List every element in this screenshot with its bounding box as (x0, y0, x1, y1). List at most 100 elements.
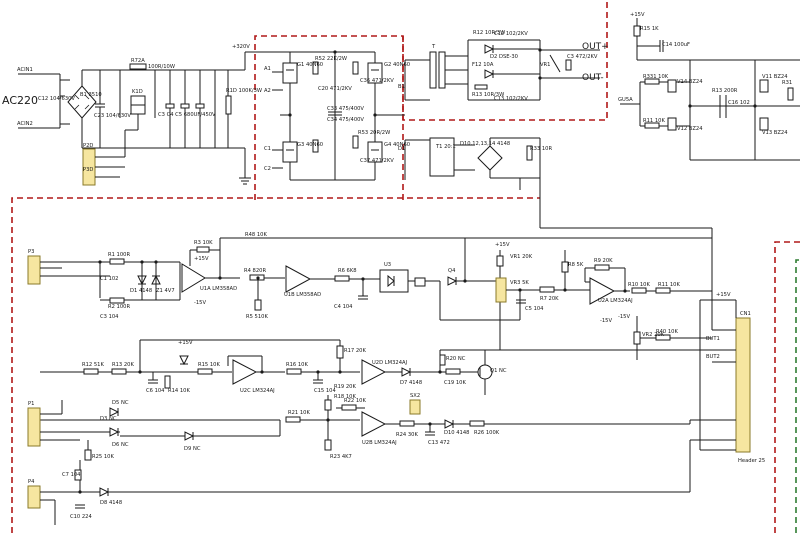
compare-circuit (40, 395, 691, 451)
label-acin1: ACIN1 (17, 67, 33, 73)
label-r16: R16 10K (286, 362, 308, 368)
resistor-r11b (655, 287, 671, 294)
label-u3: U3 (384, 262, 391, 268)
resistor-r15b (197, 368, 213, 375)
label-r14: R14 10K (168, 388, 190, 394)
label-u2c: U2C LM324AJ (240, 388, 275, 394)
label-r20: R20 NC (446, 356, 466, 362)
label-u1b: U1B LM358AD (284, 292, 321, 298)
label-c23: C23 104/630V (94, 113, 131, 119)
potentiometer-vr1 (496, 255, 504, 267)
resistor-r7 (539, 286, 555, 293)
label-d1b: D1 4148 (130, 288, 152, 294)
input-connector-labels: P1 D5 NC D6 NC D9 NC R25 10K C7 104 P4 C… (28, 400, 201, 520)
label-r6: R6 6K8 (338, 268, 357, 274)
diode-d9 (184, 431, 195, 441)
resistor-r5 (254, 299, 262, 311)
label-c7: C7 104 (62, 472, 81, 478)
connector-p3 (27, 255, 41, 285)
resistor-r17 (336, 345, 344, 359)
label-v15-z3: +15V (178, 340, 193, 346)
opamp-u2c (232, 359, 258, 385)
label-d5: D5 NC (112, 400, 129, 406)
opamp-u1b (285, 265, 312, 293)
resistor-r3 (196, 246, 210, 253)
resistor-r13 (474, 84, 488, 90)
output-labels: T R12 10R/3W C12 102/2KV D2 DSE-30 F12 1… (431, 30, 609, 102)
setpoint-labels: +15V VR1 20K VR3 5K C5 104 R7 20K R8 5K … (495, 242, 680, 338)
snubber-r52b (352, 61, 359, 75)
label-r31: R31 (782, 80, 792, 86)
label-v15-top: +15V (630, 12, 645, 18)
label-a2: A2 (264, 88, 271, 94)
label-v15-vr1: +15V (495, 242, 510, 248)
resistor-r72 (129, 63, 147, 70)
label-c14: C14 100uF (662, 42, 690, 48)
label-q4: Q4 (448, 268, 456, 274)
current-feedback-circuit (27, 237, 712, 321)
label-sx2: SX2 (410, 393, 420, 399)
label-r13b: R13 20K (112, 362, 134, 368)
label-d3: D3 NC (100, 416, 117, 422)
diode-d5 (109, 407, 120, 417)
label-r52: R52 22K/2W (315, 56, 347, 62)
label-r12: R12 10R/3W (473, 30, 505, 36)
label-c12: C12 104/630V (38, 96, 75, 102)
connector-p4 (27, 485, 41, 509)
label-c36: C36 471/2KV (360, 78, 394, 84)
label-q1: Q1 NC (490, 368, 507, 374)
label-u2b: U2B LM324AJ (362, 440, 397, 446)
label-vr1b: VR1 20K (510, 254, 533, 260)
label-d8: D8 4148 (100, 500, 122, 506)
label-m15-vr2: -15V (618, 314, 630, 320)
label-r25: R25 10K (92, 454, 114, 460)
resistor-r11 (644, 122, 660, 129)
resistor-r25 (84, 449, 92, 461)
rectifier-diode-d2a (484, 44, 495, 54)
label-out-plus: OUT+ (582, 42, 609, 52)
potentiometer-vr2 (633, 331, 641, 345)
connector-p1 (27, 407, 41, 447)
label-r22: R22 10K (344, 398, 366, 404)
voltage-loop-circuit (40, 339, 712, 395)
capacitor-c3-out (565, 59, 572, 71)
label-r3: R3 10K (194, 240, 213, 246)
label-ac220: AC220 (2, 94, 38, 107)
resistor-r8 (561, 261, 569, 273)
resistor-r1 (109, 258, 125, 265)
label-r2: R2 100R (108, 304, 130, 310)
label-r13c: R13 200R (712, 88, 738, 94)
transformer-primary (429, 51, 437, 89)
resistor-r26 (469, 420, 485, 427)
igbt-g4 (367, 141, 383, 163)
diode-q4 (447, 276, 458, 286)
label-c1: C1 (264, 146, 271, 152)
mains-labels: ACIN1 ACIN2 AC220 C12 104/630V B1 3510 C… (2, 44, 262, 173)
label-c5: C5 104 (525, 306, 544, 312)
label-r33: R33 10R (530, 146, 552, 152)
label-p3d: P3D (83, 167, 93, 173)
igbt-labels: G1 40N60 G2 40N60 G3 40N60 G4 40N60 A1 A… (264, 56, 410, 172)
gate-drive-labels: +15V R15 1K C14 100uF R331 10K V14 BZ24 … (618, 12, 792, 136)
resistor-r15-top (633, 25, 641, 37)
label-vr2: VR2 20K (642, 332, 665, 338)
resistor-r14 (164, 375, 171, 389)
label-c13b: C13 472 (428, 440, 450, 446)
resistor-r9 (594, 264, 610, 271)
header-connector-cn1 (735, 317, 751, 453)
snubber-r53 (312, 139, 319, 153)
diode-d7 (401, 367, 412, 377)
current-sense-labels: T1 20:1 D10,12,13,14 4148 R33 10R (435, 141, 552, 152)
label-c3: C3 104 (100, 314, 119, 320)
resistor-r31 (787, 87, 794, 101)
aux-panel-boundary (795, 259, 800, 533)
snubber-r53b (352, 135, 359, 149)
label-u1a: U1A LM358AD (200, 286, 237, 292)
resistor-r6 (334, 275, 350, 282)
label-c4: C4 104 (334, 304, 353, 310)
label-u2d: U2D LM324AJ (372, 360, 408, 366)
current-transformer-t1 (429, 137, 455, 177)
label-acin2: ACIN2 (17, 121, 33, 127)
opto-output (414, 277, 426, 287)
